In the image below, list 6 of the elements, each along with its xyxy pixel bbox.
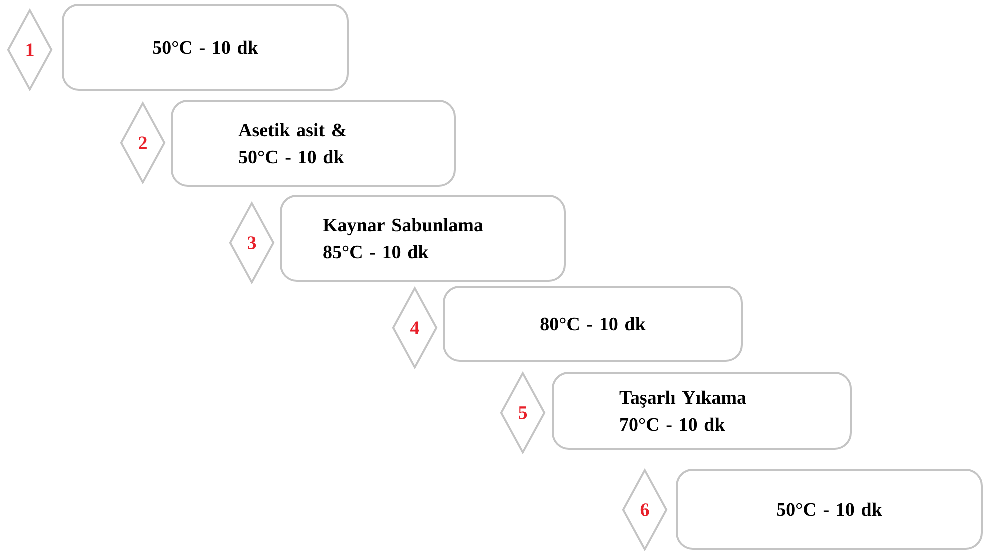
step-box: Taşarlı Yıkama 70°C - 10 dk (552, 372, 852, 450)
step-box: Kaynar Sabunlama 85°C - 10 dk (280, 195, 566, 282)
step-box: 50°C - 10 dk (676, 469, 983, 550)
step-box: 50°C - 10 dk (62, 4, 349, 91)
step-box: Asetik asit & 50°C - 10 dk (171, 100, 456, 187)
step-box: 80°C - 10 dk (443, 286, 743, 362)
